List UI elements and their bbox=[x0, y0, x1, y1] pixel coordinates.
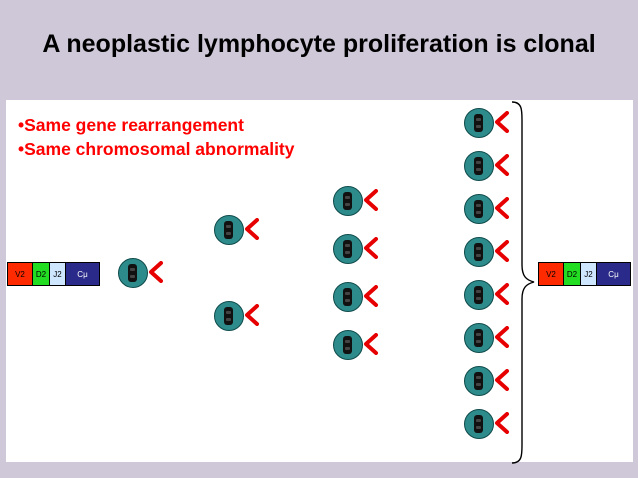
lymphocyte-cell bbox=[464, 236, 494, 267]
bullet-list: •Same gene rearrangement •Same chromosom… bbox=[18, 113, 295, 161]
bullet-item: •Same chromosomal abnormality bbox=[18, 139, 295, 159]
nucleus-icon bbox=[343, 192, 352, 210]
lymphocyte-cell bbox=[464, 107, 494, 138]
lymphocyte-cell bbox=[464, 322, 494, 353]
receptor-icon bbox=[245, 304, 259, 326]
nucleus-icon bbox=[224, 307, 233, 325]
receptor-icon bbox=[364, 285, 378, 307]
lymphocyte-cell bbox=[118, 258, 148, 288]
receptor-icon bbox=[495, 282, 509, 305]
gene-segment-c: Cμ bbox=[66, 263, 99, 285]
lymphocyte-cell bbox=[464, 408, 494, 439]
receptor-icon bbox=[495, 411, 509, 434]
nucleus-icon bbox=[128, 264, 137, 282]
receptor-icon bbox=[245, 218, 259, 240]
gene-segment-j: J2 bbox=[50, 263, 66, 285]
gene-rearrangement-left: V2 D2 J2 Cμ bbox=[7, 262, 100, 286]
nucleus-icon bbox=[474, 371, 483, 390]
gene-segment-v: V2 bbox=[8, 263, 33, 285]
gene-rearrangement-right: V2 D2 J2 Cμ bbox=[538, 262, 631, 286]
gene-segment-v: V2 bbox=[539, 263, 564, 285]
content-panel bbox=[6, 100, 633, 462]
lymphocyte-cell bbox=[464, 365, 494, 396]
nucleus-icon bbox=[343, 288, 352, 306]
receptor-icon bbox=[149, 261, 163, 283]
receptor-icon bbox=[495, 153, 509, 176]
receptor-icon bbox=[495, 110, 509, 133]
receptor-icon bbox=[364, 237, 378, 259]
nucleus-icon bbox=[343, 336, 352, 354]
lymphocyte-cell bbox=[333, 282, 363, 312]
nucleus-icon bbox=[474, 156, 483, 175]
receptor-icon bbox=[495, 196, 509, 219]
nucleus-icon bbox=[474, 285, 483, 304]
slide-title: A neoplastic lymphocyte proliferation is… bbox=[42, 30, 596, 58]
gene-segment-j: J2 bbox=[581, 263, 597, 285]
lymphocyte-cell bbox=[214, 215, 244, 245]
receptor-icon bbox=[495, 239, 509, 262]
lymphocyte-cell bbox=[214, 301, 244, 331]
nucleus-icon bbox=[474, 414, 483, 433]
nucleus-icon bbox=[474, 199, 483, 218]
lymphocyte-cell bbox=[333, 186, 363, 216]
gene-segment-d: D2 bbox=[564, 263, 581, 285]
nucleus-icon bbox=[343, 240, 352, 258]
lymphocyte-cell bbox=[464, 150, 494, 181]
nucleus-icon bbox=[474, 242, 483, 261]
lymphocyte-cell bbox=[333, 234, 363, 264]
receptor-icon bbox=[495, 325, 509, 348]
lymphocyte-cell bbox=[464, 193, 494, 224]
receptor-icon bbox=[495, 368, 509, 391]
lymphocyte-cell bbox=[464, 279, 494, 310]
gene-segment-d: D2 bbox=[33, 263, 50, 285]
bullet-item: •Same gene rearrangement bbox=[18, 115, 244, 135]
lymphocyte-cell bbox=[333, 330, 363, 360]
nucleus-icon bbox=[474, 328, 483, 347]
nucleus-icon bbox=[224, 221, 233, 239]
receptor-icon bbox=[364, 189, 378, 211]
gene-segment-c: Cμ bbox=[597, 263, 630, 285]
nucleus-icon bbox=[474, 113, 483, 132]
clone-brace bbox=[511, 101, 535, 464]
receptor-icon bbox=[364, 333, 378, 355]
